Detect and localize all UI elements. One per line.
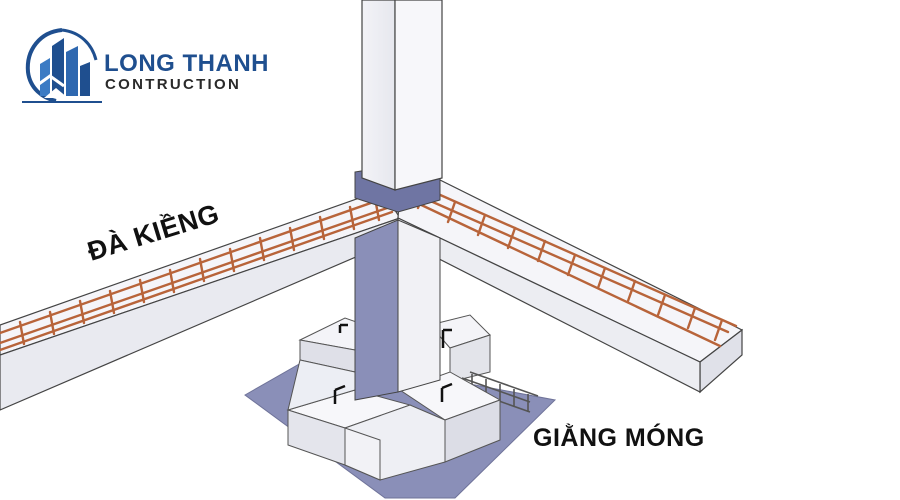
footing-left-arm-face [344, 427, 381, 481]
building-skyline-logo-icon [22, 28, 102, 103]
brand-subtitle: CONTRUCTION [105, 76, 242, 93]
rebar-cage-right [408, 184, 738, 348]
anchor-bracket-front [333, 384, 346, 404]
column-lower-side [397, 219, 441, 393]
column-upper-front [361, 0, 396, 191]
anchor-bracket-right [441, 328, 452, 348]
anchor-bracket-right-arm [440, 382, 453, 402]
column-lower-front [354, 219, 399, 401]
rebar-cage-left [0, 196, 394, 352]
brand-name: LONG THANH [104, 50, 269, 77]
column-upper-side [394, 0, 443, 191]
label-giang-mong: GIẰNG MÓNG [533, 424, 705, 452]
footing-block-right-face [449, 334, 491, 383]
brand-logo: LONG THANH CONTRUCTION [0, 0, 290, 110]
anchor-bracket-left [338, 323, 348, 333]
